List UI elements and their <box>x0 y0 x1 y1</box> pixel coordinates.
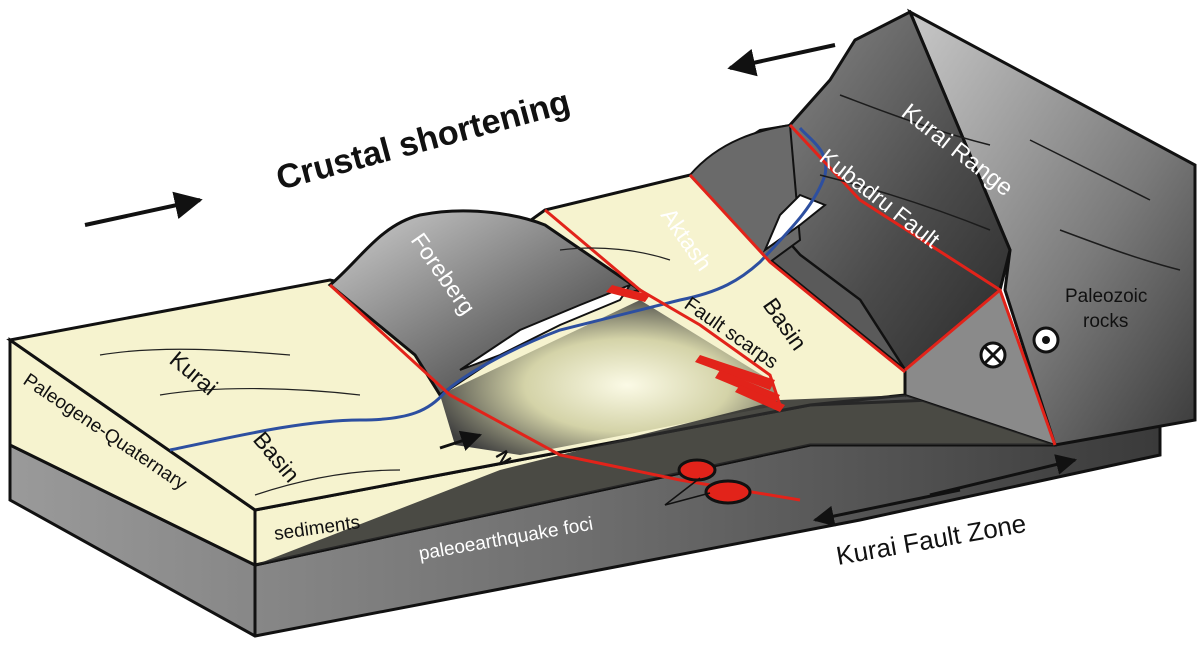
into-page-symbol <box>979 341 1007 369</box>
label-rocks: rocks <box>1083 311 1128 332</box>
fault-zone-arrow-right <box>929 454 1078 497</box>
river <box>169 127 828 452</box>
dark-foreground <box>255 395 1055 565</box>
fault-aktash <box>544 208 782 406</box>
fault-scarp-marks <box>606 285 785 412</box>
diagram-title: Crustal shortening <box>272 83 574 198</box>
foreberg-hill <box>327 209 644 398</box>
fault-zone-arrow-left <box>812 488 961 527</box>
lowland-shadow <box>440 300 780 455</box>
arrow-east <box>84 191 203 227</box>
aktash-ridge <box>688 123 802 264</box>
fault-lower <box>904 288 1001 372</box>
arrow-west <box>727 43 836 77</box>
fault-basin <box>688 173 906 374</box>
range-strata <box>819 94 1181 271</box>
label-paleozoic: Paleozoic <box>1065 286 1147 307</box>
foci-lower <box>704 479 752 505</box>
out-of-page-symbol <box>1032 326 1060 354</box>
fault-kubadru <box>788 123 1057 446</box>
basin-contours <box>99 247 671 496</box>
north-arrow <box>439 430 482 451</box>
foci-upper <box>677 458 717 482</box>
